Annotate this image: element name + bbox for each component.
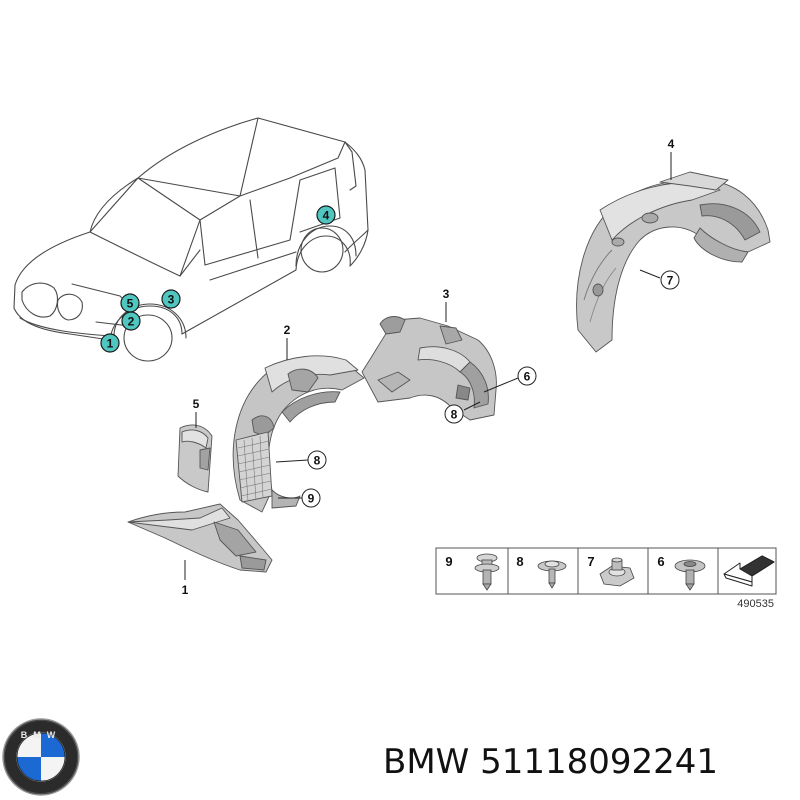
part-number: 51118092241 <box>480 742 719 782</box>
nut-icon <box>599 557 635 587</box>
circle-label-6-mid: 6 <box>517 366 537 386</box>
vehicle-marker-3-label: 3 <box>168 293 175 307</box>
vehicle-marker-3: 3 <box>161 289 181 309</box>
circle-label-7-rear: 7 <box>660 270 680 290</box>
circle-label-9-front-text: 9 <box>308 492 315 506</box>
leader-line-7 <box>639 269 661 279</box>
front-wheel-arch-liner <box>232 355 365 513</box>
leader-line-8-front <box>275 459 309 463</box>
fastener-cell-8: 8 <box>516 554 567 589</box>
vehicle-outline <box>13 117 369 362</box>
fastener-number-9: 9 <box>445 554 452 569</box>
circle-label-6-mid-text: 6 <box>524 370 531 384</box>
expanding-rivet-icon <box>674 559 706 591</box>
brand-name: BMW <box>383 742 470 782</box>
vehicle-marker-2-label: 2 <box>128 315 135 329</box>
part-label-3: 3 <box>443 287 450 301</box>
reference-number: 490535 <box>737 598 774 610</box>
vehicle-markers: 5 2 1 3 4 <box>100 205 336 353</box>
small-cover-panel <box>177 424 213 493</box>
circle-label-8-mid-text: 8 <box>451 408 458 422</box>
push-rivet-icon <box>474 553 500 591</box>
part-label-4: 4 <box>668 137 675 151</box>
liner-grille-mesh <box>237 435 273 502</box>
vehicle-marker-5: 5 <box>120 293 140 313</box>
middle-wheel-arch-shield <box>361 316 497 421</box>
svg-text:BMW: BMW <box>21 730 62 740</box>
circle-label-7-rear-text: 7 <box>667 274 674 288</box>
rear-wheel-arch-liner <box>576 171 771 353</box>
vehicle-marker-1: 1 <box>100 333 120 353</box>
vehicle-marker-5-label: 5 <box>127 297 134 311</box>
direction-arrow-icon <box>723 555 775 587</box>
vehicle-marker-4-label: 4 <box>323 209 330 223</box>
fastener-number-8: 8 <box>516 554 523 569</box>
bmw-logo: BMW <box>2 718 80 796</box>
fastener-number-6: 6 <box>657 554 664 569</box>
circle-label-8-front: 8 <box>307 450 327 470</box>
part-label-5: 5 <box>193 397 200 411</box>
circle-label-9-front: 9 <box>301 488 321 508</box>
part-label-2: 2 <box>284 323 291 337</box>
fastener-cell-6: 6 <box>657 554 706 591</box>
circle-label-8-mid: 8 <box>444 404 464 424</box>
leader-line-8-mid <box>463 401 481 411</box>
part-label-1: 1 <box>182 583 189 597</box>
leader-line-6-mid <box>483 377 519 393</box>
vehicle-marker-1-label: 1 <box>107 337 114 351</box>
fastener-cell-9: 9 <box>445 553 500 591</box>
part-caption: BMW 51118092241 <box>383 740 793 784</box>
vehicle-marker-2: 2 <box>121 311 141 331</box>
fastener-number-7: 7 <box>587 554 594 569</box>
circle-label-8-front-text: 8 <box>314 454 321 468</box>
underbody-panel <box>127 503 273 573</box>
fastener-cell-7: 7 <box>587 554 635 587</box>
vehicle-marker-4: 4 <box>316 205 336 225</box>
screw-icon <box>537 560 567 589</box>
fastener-legend: 9 8 7 <box>435 547 777 595</box>
